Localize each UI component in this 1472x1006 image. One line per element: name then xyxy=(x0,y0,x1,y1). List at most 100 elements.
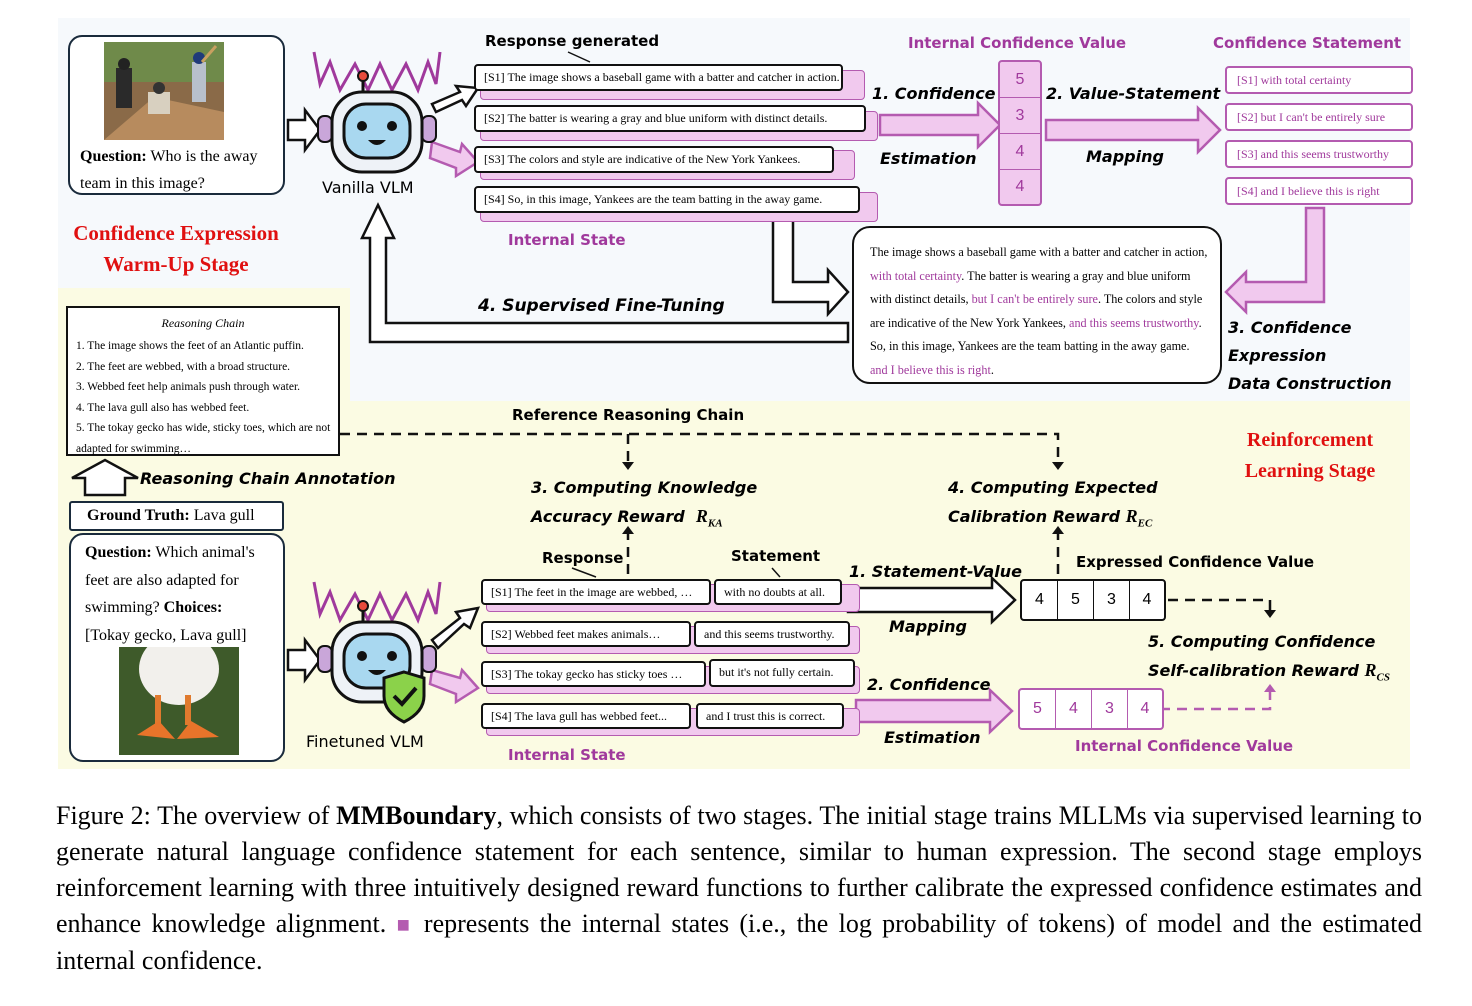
bottom-ce-line1: 2. Confidence xyxy=(867,675,991,694)
arrow-s4-to-paragraph xyxy=(771,210,850,318)
top-icv-title: Internal Confidence Value xyxy=(908,34,1127,52)
step3-confidence-label: 3. Confidence xyxy=(1228,318,1352,337)
ground-truth-label: Ground Truth: xyxy=(87,507,190,524)
top-icv-4: 4 xyxy=(1015,178,1025,195)
chain-step-3: 3. Webbed feet help animals push through… xyxy=(76,381,301,393)
statement-label: Statement xyxy=(731,547,821,565)
paragraph-sentence-text: . xyxy=(990,362,994,377)
cs-reward-subscript: CS xyxy=(1376,671,1391,684)
ka-reward-line2: Accuracy Reward xyxy=(531,507,685,526)
choices-label: Choices: xyxy=(163,599,223,616)
chain-step-1: 1. The image shows the feet of an Atlant… xyxy=(76,340,304,352)
top-question-card: Question: Who is the away team in this i… xyxy=(68,35,285,195)
arrow-image-to-vanilla xyxy=(286,106,322,154)
caption-body: , which consists of two stages. The init… xyxy=(56,801,1422,938)
chain-step-5: 5. The tokay gecko has wide, sticky toes… xyxy=(76,422,331,455)
question-label: Question: xyxy=(80,148,147,165)
dashed-reference-chain xyxy=(340,432,1060,462)
reasoning-chain-box: Reasoning Chain 1. The image shows the f… xyxy=(66,306,340,456)
arrow-gt-to-chain xyxy=(71,458,139,497)
caption-bold: MMBoundary xyxy=(336,801,497,830)
sft-label: 4. Supervised Fine-Tuning xyxy=(478,296,725,316)
bottom-icv-2: 4 xyxy=(1056,690,1092,728)
bottom-icv-3: 3 xyxy=(1092,690,1128,728)
step1-estimation-label: Estimation xyxy=(880,149,977,168)
rl-stage-title-line1: Reinforcement xyxy=(1246,429,1374,451)
arrow-vanilla-to-internal xyxy=(428,140,480,179)
cs-reward-line1: 5. Computing Confidence xyxy=(1148,632,1376,651)
baseball-image xyxy=(104,42,224,140)
response-s3: [S3] The tokay gecko has sticky toes … xyxy=(481,661,706,687)
top-sentence-s2: [S2] The batter is wearing a gray and bl… xyxy=(474,105,866,132)
top-sentence-s3: [S3] The colors and style are indicative… xyxy=(474,146,834,173)
finetuned-robot-icon xyxy=(312,581,442,724)
arrow-confidence-estimation xyxy=(878,99,1002,151)
paragraph-confidence-phrase: with total certainty xyxy=(870,268,962,283)
arrow-vanilla-to-response xyxy=(430,84,481,114)
paragraph-confidence-phrase: and this seems trustworthy xyxy=(1069,315,1199,330)
paragraph-confidence-phrase: but I can't be entirely sure xyxy=(971,292,1098,307)
response-generated-tick xyxy=(567,51,591,63)
puffin-feet-image xyxy=(119,647,239,755)
confidence-statement-title: Confidence Statement xyxy=(1213,34,1402,52)
chain-step-4: 4. The lava gull also has webbed feet. xyxy=(76,401,250,414)
ka-reward-line1: 3. Computing Knowledge xyxy=(531,478,758,497)
question-text: Who is the away team in this image? xyxy=(80,148,258,192)
bottom-icv-1: 5 xyxy=(1020,690,1056,728)
chain-annotation-label: Reasoning Chain Annotation xyxy=(140,469,396,488)
ecv-3: 3 xyxy=(1094,581,1130,619)
sv-mapping-line2: Mapping xyxy=(889,617,967,636)
ec-reward-line1: 4. Computing Expected xyxy=(948,478,1158,497)
response-s2: [S2] Webbed feet makes animals… xyxy=(481,621,691,647)
statement-s3: [S3] and this seems trustworthy xyxy=(1225,140,1413,168)
ecv-1: 4 xyxy=(1022,581,1058,619)
warmup-stage-title-line1: Confidence Expression xyxy=(73,221,279,245)
bottom-internal-state-label: Internal State xyxy=(508,746,626,764)
ground-truth-value: Lava gull xyxy=(193,507,255,524)
ec-reward-line2: Calibration Reward xyxy=(948,507,1121,526)
ka-reward-symbol: R xyxy=(695,506,708,526)
response-generated-label: Response generated xyxy=(485,32,660,50)
caption-end: represents the internal states (i.e., th… xyxy=(56,909,1422,975)
statement-s2: [S2] but I can't be entirely sure xyxy=(1225,103,1413,131)
arrow-image-to-finetuned xyxy=(286,636,322,684)
top-sentence-s4: [S4] So, in this image, Yankees are the … xyxy=(474,186,860,213)
caption-prefix: Figure 2: The overview of xyxy=(56,801,337,830)
response-label: Response xyxy=(542,549,624,567)
top-sentence-s1: [S1] The image shows a baseball game wit… xyxy=(474,64,843,91)
reasoning-chain-title: Reasoning Chain xyxy=(161,316,245,330)
confidence-paragraph: The image shows a baseball game with a b… xyxy=(852,226,1222,384)
arrow-statement-value-mapping xyxy=(846,575,1017,625)
rl-stage-title-line2: Learning Stage xyxy=(1244,460,1376,482)
ecv-2: 5 xyxy=(1058,581,1094,619)
statement-s4: [S4] and I believe this is right xyxy=(1225,177,1413,205)
dashed-internal-to-cs xyxy=(1160,690,1272,711)
ec-reward-subscript: EC xyxy=(1137,517,1153,530)
top-icv-2: 3 xyxy=(1000,98,1040,134)
finetuned-vlm-label: Finetuned VLM xyxy=(306,732,424,751)
paragraph-confidence-phrase: and I believe this is right xyxy=(870,362,991,377)
bottom-icv-title: Internal Confidence Value xyxy=(1075,737,1294,755)
arrow-data-construction xyxy=(1224,206,1326,316)
bottom-question-text: Which animal's feet are also adapted for… xyxy=(85,544,255,616)
ec-reward-symbol: R xyxy=(1125,506,1138,526)
paragraph-sentence-text: The image shows a baseball game with a b… xyxy=(870,245,1208,259)
dashed-expressed-to-cs xyxy=(1168,598,1272,612)
cs-reward-symbol: R xyxy=(1364,660,1377,680)
statement-s1: [S1] with total certainty xyxy=(1225,66,1413,94)
statement-s3-bottom: but it's not fully certain. xyxy=(709,659,855,687)
arrow-finetuned-to-internal xyxy=(428,667,480,705)
warmup-stage-title-line2: Warm-Up Stage xyxy=(103,252,249,276)
statement-s1-bottom: with no doubts at all. xyxy=(714,579,842,605)
bottom-ce-line2: Estimation xyxy=(884,728,981,747)
shield-check-icon xyxy=(382,670,426,724)
expressed-confidence-row: 4 5 3 4 xyxy=(1020,579,1166,621)
ecv-4: 4 xyxy=(1142,591,1152,608)
step2-value-statement-label: 2. Value-Statement xyxy=(1046,84,1221,103)
bottom-question-label: Question: xyxy=(85,544,152,561)
confidence-paragraph-text: The image shows a baseball game with a b… xyxy=(870,241,1210,383)
paragraph-sentence-text: . So, in this image, Yankees are the tea… xyxy=(870,315,1202,354)
diagram-arrows xyxy=(71,84,1326,735)
response-s4: [S4] The lava gull has webbed feet... xyxy=(481,703,691,729)
purple-square-icon: ■ xyxy=(396,912,414,937)
